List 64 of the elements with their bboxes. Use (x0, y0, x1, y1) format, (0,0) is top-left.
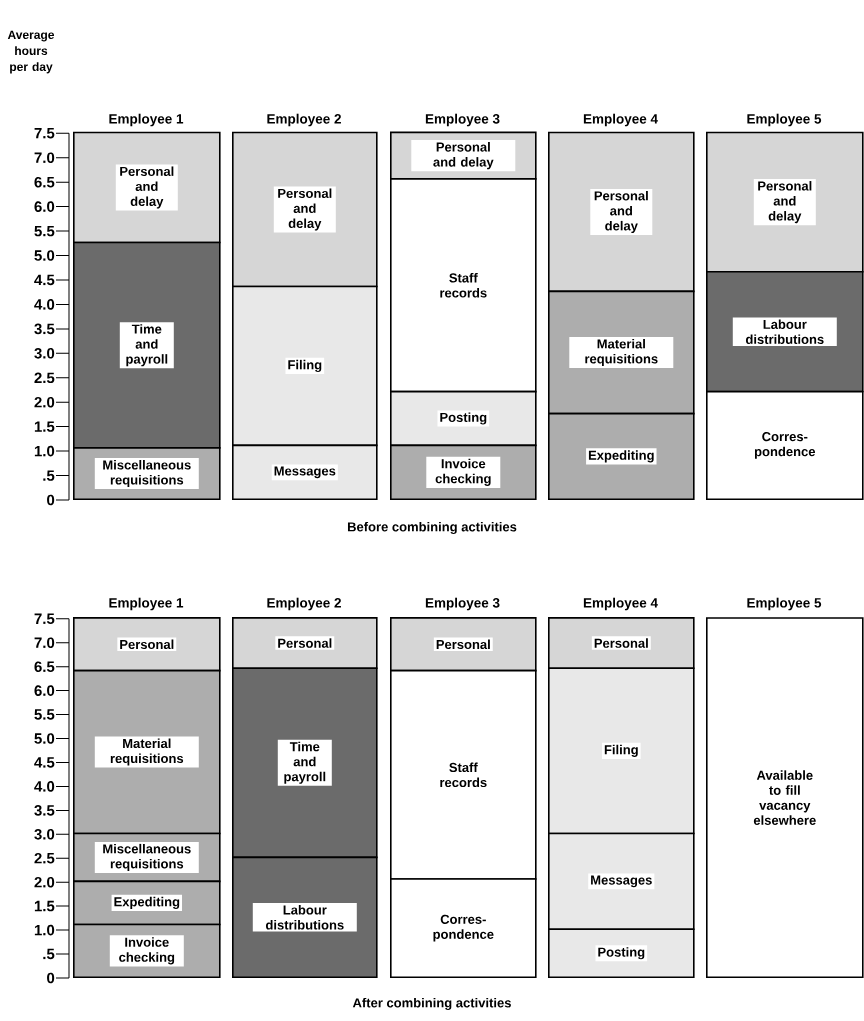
tick-label: 6.5 (34, 661, 55, 672)
bar-segment: Corres- pondence (706, 390, 864, 500)
tick-label: 4.5 (34, 757, 55, 768)
bar-segment: Posting (390, 390, 537, 447)
bar-segment: Filing (548, 667, 695, 835)
bar-segment: Available to fill vacancy elsewhere (706, 617, 864, 978)
tick-label: 3.0 (34, 829, 55, 840)
bar-segment: Posting (548, 928, 695, 978)
tick-label: .5 (43, 470, 55, 481)
tick-label: 2.0 (34, 876, 55, 888)
bar-segment: Material requisitions (548, 290, 695, 415)
bar-segment: Personal and delay (706, 131, 864, 273)
tick-label: 1.5 (34, 900, 55, 912)
tick-label: 1.5 (34, 421, 55, 432)
bar-segment: Personal (548, 617, 695, 669)
tick-label: 7.5 (34, 613, 55, 625)
tick-label: 4.0 (34, 781, 55, 792)
tick-label: 6.0 (34, 685, 55, 696)
tick-label: 2.5 (34, 372, 55, 384)
bar-segment: Corres- pondence (390, 878, 537, 978)
tick-label: 4.0 (34, 299, 55, 310)
tick-label: 7.5 (34, 128, 55, 139)
tick-label: 3.5 (34, 323, 55, 335)
axis-title: Average hours per day (7, 30, 55, 74)
bar-segment: Miscellaneous requisitions (73, 832, 221, 883)
bar-segment: Messages (232, 444, 378, 500)
bar-segment: Messages (548, 832, 695, 931)
tick-label: 0 (47, 494, 55, 506)
bar-segment: Expediting (73, 880, 221, 926)
bar-segment: Personal and delay (548, 131, 695, 293)
bar-segment: Personal and delay (73, 131, 221, 244)
tick-label: 5.0 (34, 250, 55, 261)
tick-label: .5 (43, 948, 55, 960)
bar-segment: Time and payroll (73, 241, 221, 449)
tick-label: 3.5 (34, 805, 55, 816)
panel-caption: After combining activities (352, 997, 511, 1011)
bar-segment: Personal and delay (232, 131, 378, 288)
tick-label: 1.0 (34, 445, 55, 457)
tick-label: 5.5 (34, 709, 55, 720)
tick-label: 0 (47, 972, 55, 984)
tick-label: 5.5 (34, 225, 55, 237)
bar-segment: Personal (390, 617, 537, 672)
bar-segment: Labour distributions (706, 271, 864, 393)
bar-segment: Expediting (548, 412, 695, 500)
tick-label: 3.0 (34, 348, 55, 359)
tick-label: 5.0 (34, 733, 55, 744)
bar-segment: Personal (73, 617, 221, 672)
panel-caption: Before combining activities (348, 521, 517, 535)
tick-label: 7.0 (34, 152, 55, 163)
bar-segment: Time and payroll (232, 667, 378, 859)
tick-label: 6.5 (34, 176, 55, 188)
bar-segment: Invoice checking (390, 444, 537, 500)
tick-label: 1.0 (34, 924, 55, 936)
bar-segment: Personal (232, 617, 378, 669)
bar-segment: Personal and delay (390, 131, 537, 180)
tick-label: 2.0 (34, 396, 55, 408)
bar-segment: Labour distributions (232, 856, 378, 978)
tick-label: 7.0 (34, 637, 55, 648)
tick-label: 6.0 (34, 201, 55, 212)
bar-segment: Miscellaneous requisitions (73, 447, 221, 500)
bar-segment: Staff records (390, 178, 537, 393)
tick-label: 4.5 (34, 274, 55, 286)
tick-label: 2.5 (34, 852, 55, 864)
bar-segment: Invoice checking (73, 923, 221, 978)
